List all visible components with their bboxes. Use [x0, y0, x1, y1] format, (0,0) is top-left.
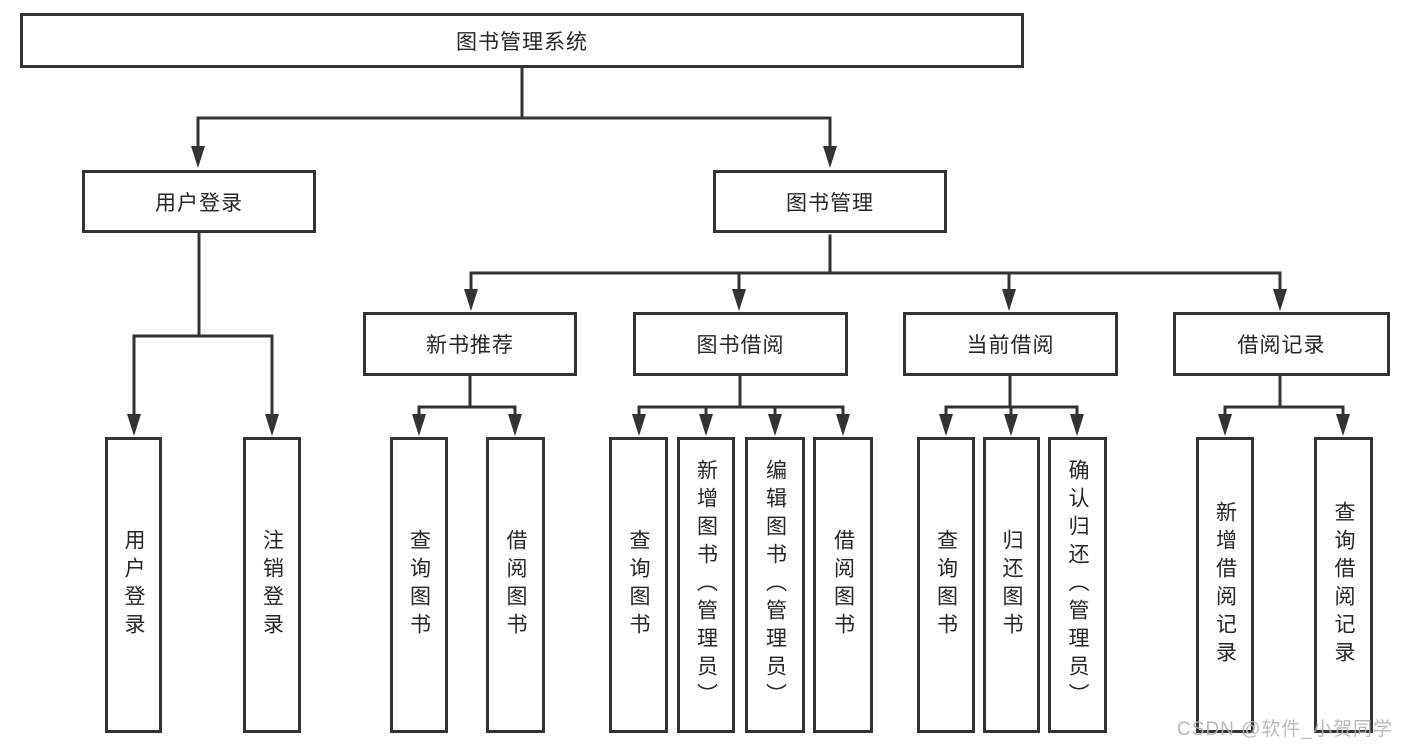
node-return-books: 归还图书: [983, 437, 1040, 733]
arrowheads: [127, 146, 1350, 436]
node-label: 借阅记录: [1237, 334, 1326, 357]
node-label: 查询图书: [627, 529, 650, 641]
node-add-book-admin: 新增图书（管理员）: [677, 437, 735, 733]
arrowhead: [1273, 289, 1287, 311]
node-user-login-branch: 用户登录: [82, 170, 316, 233]
node-borrow-books: 借阅图书: [813, 437, 873, 733]
node-edit-book-admin: 编辑图书（管理员）: [745, 437, 805, 733]
node-confirm-return-admin: 确认归还（管理员）: [1048, 437, 1107, 733]
connector-book-mgmt-to-level3: [469, 234, 1282, 292]
node-label: 查询图书: [934, 529, 958, 641]
node-query-books: 查询图书: [917, 437, 975, 733]
connector-book-borrow-to-children: [637, 374, 845, 417]
arrowhead: [836, 414, 850, 436]
arrowhead: [1070, 414, 1084, 436]
node-label: 图书管理系统: [456, 30, 588, 54]
arrowhead: [699, 414, 713, 436]
arrowhead: [191, 146, 205, 168]
arrowhead: [939, 414, 953, 436]
node-query-borrow-record: 查询借阅记录: [1314, 437, 1373, 733]
connector-new-book-to-children: [417, 374, 517, 417]
connector-borrow-records-to-children: [1223, 374, 1345, 417]
arrowhead: [412, 414, 426, 436]
node-label: 用户登录: [155, 191, 243, 215]
arrowhead: [823, 146, 837, 168]
node-label: 查询图书: [407, 529, 431, 641]
node-label: 图书管理: [786, 191, 874, 215]
node-label: 新增借阅记录: [1213, 501, 1237, 669]
connector-user-login-to-children: [132, 231, 274, 417]
node-label: 借阅图书: [831, 529, 855, 641]
node-label: 新增图书（管理员）: [694, 459, 718, 711]
arrowhead: [127, 414, 141, 436]
node-label: 借阅图书: [504, 529, 527, 641]
node-book-management-branch: 图书管理: [713, 170, 947, 233]
arrowhead: [464, 289, 478, 311]
connector-current-borrow-to-children: [944, 374, 1079, 417]
arrowhead: [632, 414, 646, 436]
node-label: 确认归还（管理员）: [1066, 459, 1089, 711]
arrowhead: [768, 414, 782, 436]
node-label: 用户登录: [122, 529, 145, 641]
node-label: 编辑图书（管理员）: [763, 459, 787, 711]
node-book-borrowing: 图书借阅: [633, 312, 848, 376]
connector-root-to-level2: [196, 66, 832, 149]
csdn-watermark: CSDN @软件_小贺同学: [1177, 719, 1393, 740]
arrowhead: [265, 414, 279, 436]
node-logout: 注销登录: [243, 437, 301, 733]
node-borrowing-records: 借阅记录: [1173, 312, 1390, 376]
node-library-management-system: 图书管理系统: [20, 13, 1024, 68]
node-user-login: 用户登录: [105, 437, 162, 733]
arrowhead: [1002, 289, 1016, 311]
arrowhead: [508, 414, 522, 436]
arrowhead: [1336, 414, 1350, 436]
node-label: 注销登录: [260, 529, 284, 641]
node-query-books: 查询图书: [390, 437, 448, 733]
arrowhead: [1004, 414, 1018, 436]
arrowhead: [1218, 414, 1232, 436]
node-label: 新书推荐: [426, 334, 514, 357]
node-label: 图书借阅: [696, 334, 785, 357]
arrowhead: [732, 289, 746, 311]
node-borrow-books: 借阅图书: [486, 437, 545, 733]
node-label: 查询借阅记录: [1332, 501, 1355, 669]
node-new-book-recommendation: 新书推荐: [363, 312, 577, 376]
node-label: 当前借阅: [966, 334, 1055, 357]
node-current-borrowing: 当前借阅: [903, 312, 1118, 376]
node-add-borrow-record: 新增借阅记录: [1196, 437, 1254, 733]
node-query-books: 查询图书: [609, 437, 668, 733]
node-label: 归还图书: [1000, 529, 1023, 641]
